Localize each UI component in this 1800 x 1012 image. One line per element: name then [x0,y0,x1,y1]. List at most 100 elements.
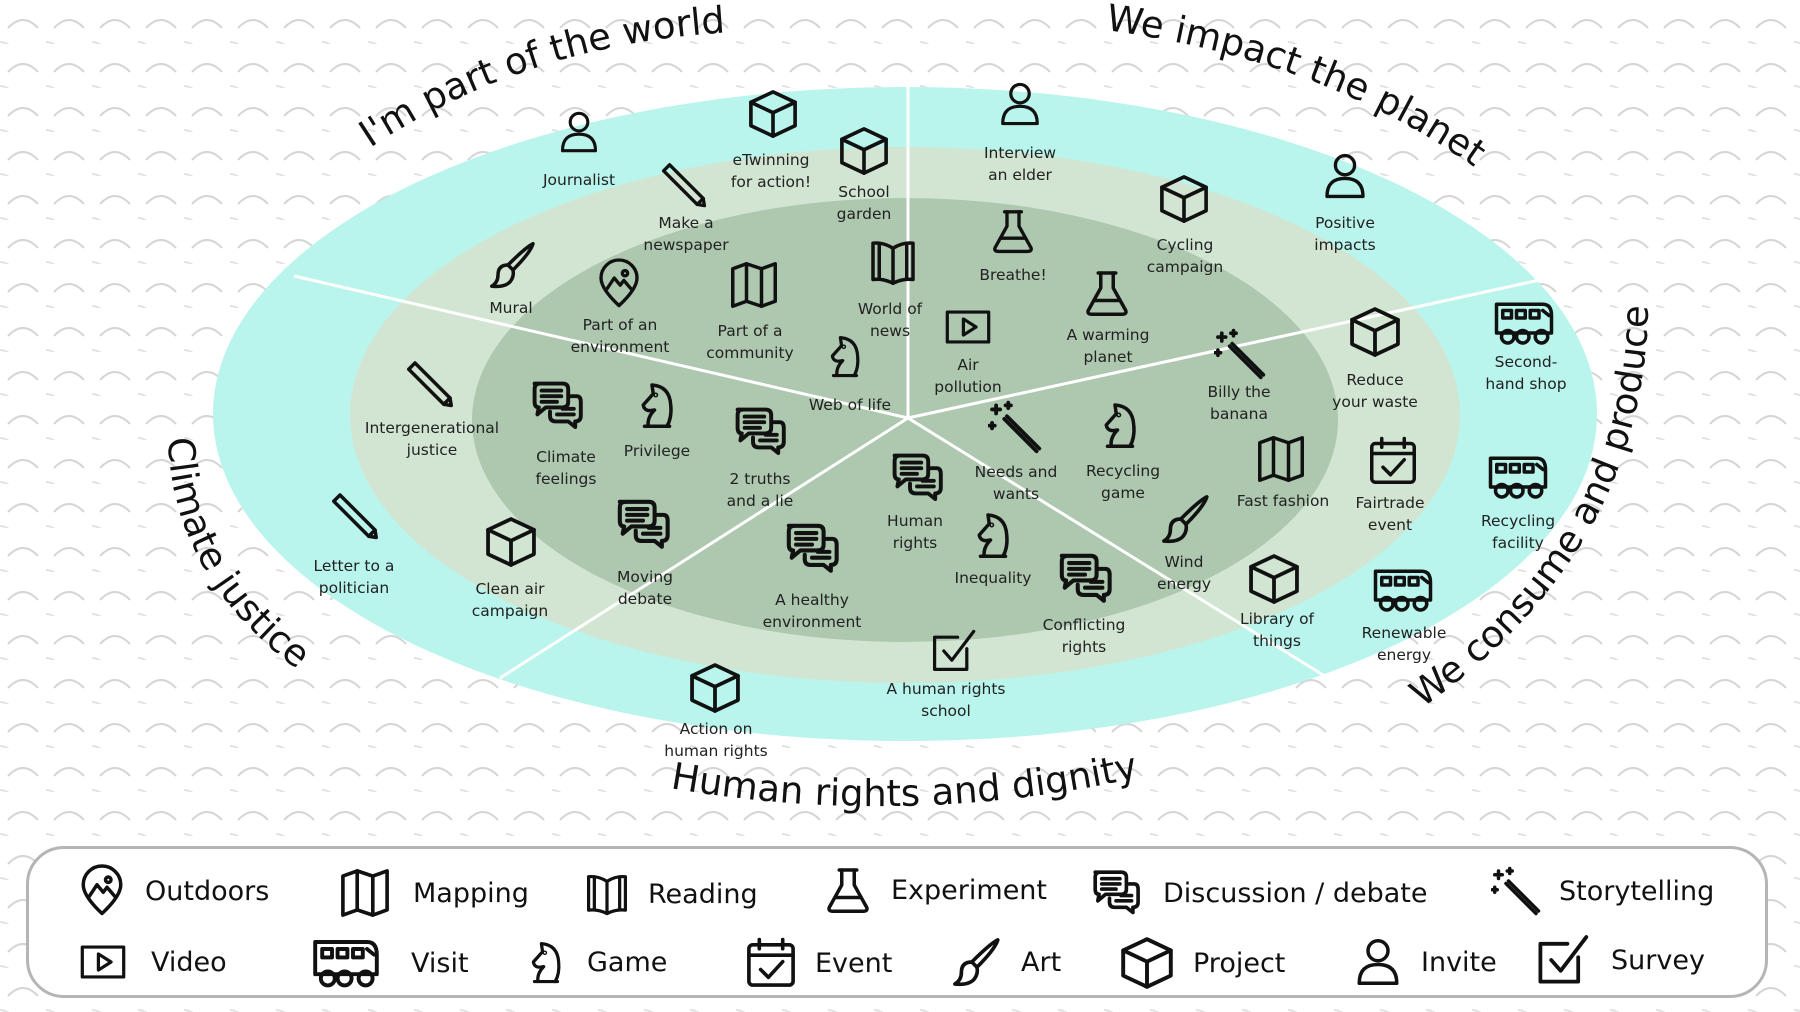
svg-text:Privilege: Privilege [624,442,690,460]
calendar-check-icon [747,937,795,987]
pin-map-icon [81,864,123,916]
legend-item-storytelling: Storytelling [1491,865,1714,917]
legend-item-experiment: Experiment [823,865,1047,915]
svg-text:Second-hand shop: Second-hand shop [1485,353,1566,393]
legend-item-survey: Survey [1531,933,1705,987]
legend-label: Experiment [891,874,1048,906]
legend-item-reading: Reading [584,869,758,919]
svg-text:Web of life: Web of life [809,396,891,414]
speech-bubbles-icon [1087,867,1145,919]
map-icon [335,867,395,919]
legend: Outdoors Mapping Reading Experiment Disc… [26,846,1768,998]
svg-text:Mural: Mural [489,299,532,317]
activity-mural: Mural [489,242,535,317]
person-icon [1353,933,1403,991]
legend-label: Project [1193,947,1286,979]
legend-label: Invite [1421,946,1497,978]
legend-item-outdoors: Outdoors [77,863,269,919]
legend-item-visit: Visit [299,935,469,991]
flask-icon [827,868,869,913]
legend-item-project: Project [1119,933,1285,993]
activity-web-of-life: Web of life [809,335,891,414]
cube-icon [1119,933,1175,993]
legend-label: Storytelling [1559,875,1715,907]
legend-item-art: Art [951,935,1061,989]
chess-knight-icon [531,941,561,984]
legend-item-game: Game [523,935,667,989]
activity-second-hand: Second-hand shop [1485,304,1567,393]
legend-label: Mapping [413,877,529,909]
legend-label: Video [151,946,227,978]
legend-label: Art [1021,946,1062,978]
svg-text:Journalist: Journalist [542,171,615,189]
activity-fast-fashion: Fast fashion [1237,435,1329,510]
legend-label: Reading [648,878,758,910]
activity-privilege: Privilege [624,383,690,460]
legend-item-discussion: Discussion / debate [1087,867,1427,919]
svg-text:Breathe!: Breathe! [979,266,1046,284]
legend-label: Survey [1611,944,1705,976]
legend-label: Outdoors [145,875,270,907]
legend-label: Game [587,946,668,978]
activity-inequality: Inequality [955,513,1031,587]
legend-item-event: Event [745,937,892,989]
legend-label: Visit [411,947,469,979]
legend-item-invite: Invite [1353,933,1497,991]
activity-breathe: Breathe! [979,210,1047,284]
paintbrush-icon [953,938,1000,987]
legend-label: Event [815,947,893,979]
